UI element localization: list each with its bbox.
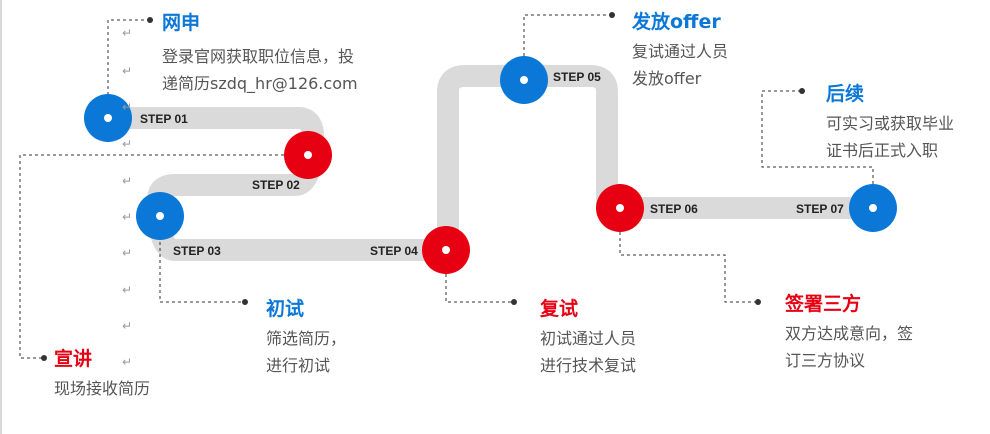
page-frame-left-edge [0,0,2,434]
connector-step7 [761,90,874,208]
step-label-1: STEP 01 [140,112,188,126]
step-label-4: STEP 04 [370,244,418,258]
process-path [108,65,873,261]
stage-desc-offer-line1: 复试通过人员 [632,42,729,61]
stage-title-presentation: 宣讲 [54,348,93,370]
stage-desc-tripartite-line2: 订三方协议 [785,351,866,370]
paragraph-mark: ↵ [122,210,133,224]
step-node-6 [596,184,644,232]
connector-end-dots [41,12,805,361]
connector-dot [242,299,248,305]
paragraph-mark: ↵ [122,137,133,151]
step-node-7 [849,184,897,232]
paragraph-mark: ↵ [122,64,133,78]
step-node-5 [500,56,548,104]
stage-desc-follow-up-line1: 可实习或获取毕业 [826,114,955,133]
step-label-7: STEP 07 [796,202,844,216]
step-label-2: STEP 02 [252,178,300,192]
paragraph-mark: ↵ [122,355,133,369]
connector-dot [147,17,153,23]
connector-dot [755,299,761,305]
step-node-2 [284,131,332,179]
stage-title-follow-up: 后续 [826,83,865,105]
stage-title-offer: 发放offer [632,11,721,33]
stage-desc-follow-up-line2: 证书后正式入职 [826,141,939,160]
step-label-5: STEP 05 [553,70,601,84]
step-nodes [84,56,897,274]
stage-title-second-interview: 复试 [540,298,579,320]
connector-step2 [19,154,308,359]
stage-desc-second-interview-line2: 进行技术复试 [540,356,637,375]
stage-desc-offer-line2: 发放offer [632,69,702,88]
connector-dot [511,299,517,305]
connector-lines [19,14,874,359]
stage-desc-first-interview-line2: 进行初试 [266,356,331,375]
paragraph-mark: ↵ [122,283,133,297]
paragraph-mark: ↵ [122,100,133,114]
stage-desc-tripartite-line1: 双方达成意向，签 [785,324,914,343]
stage-title-first-interview: 初试 [266,298,305,320]
stage-desc-second-interview-line1: 初试通过人员 [540,329,637,348]
connector-dot [41,355,47,361]
connector-dot [799,88,805,94]
stage-desc-first-interview-line1: 筛选简历， [266,329,347,348]
stage-desc-apply-line1: 登录官网获取职位信息，投 [162,47,355,66]
paragraph-mark: ↵ [122,174,133,188]
step-label-3: STEP 03 [173,244,221,258]
step-node-1 [84,94,132,142]
connector-step1 [107,19,150,95]
paragraph-mark: ↵ [122,246,133,260]
connector-dot [609,12,615,18]
stage-title-apply: 网申 [162,12,201,34]
paragraph-mark: ↵ [122,26,133,40]
step-node-3 [136,192,184,240]
stage-desc-apply-line2: 递简历szdq_hr@126.com [162,74,358,93]
stage-desc-presentation-line1: 现场接收简历 [54,379,151,398]
paragraph-mark: ↵ [122,319,133,333]
connector-step4 [445,250,514,303]
connector-step6 [619,208,758,303]
step-labels: STEP 01 STEP 02 STEP 03 STEP 04 STEP 05 … [140,70,844,258]
step-label-6: STEP 06 [650,202,698,216]
step-node-4 [422,226,470,274]
connector-step3 [159,218,245,303]
stage-title-tripartite: 签署三方 [785,293,862,315]
